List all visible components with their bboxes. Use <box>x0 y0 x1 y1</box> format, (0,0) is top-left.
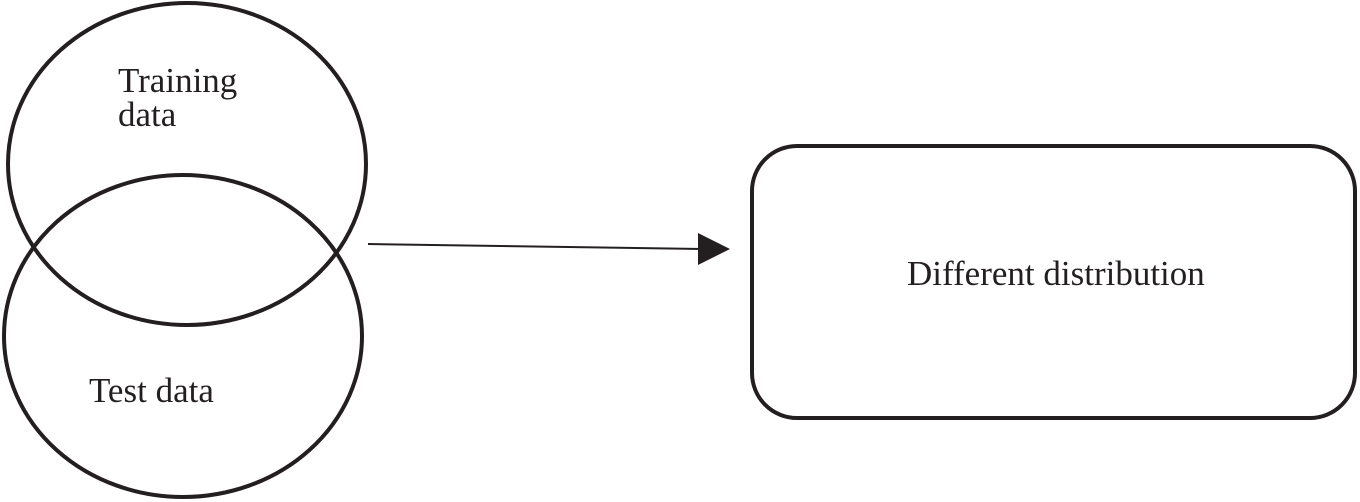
training-data-circle <box>6 1 368 327</box>
test-data-label: Test data <box>89 371 214 410</box>
training-data-label-line1: Training <box>118 61 237 100</box>
test-data-circle <box>2 173 364 499</box>
arrow-head-icon <box>698 233 730 265</box>
arrow-line <box>367 243 703 250</box>
different-distribution-box <box>750 144 1357 420</box>
training-data-label-line2: data <box>118 95 177 134</box>
different-distribution-label: Different distribution <box>907 254 1205 293</box>
